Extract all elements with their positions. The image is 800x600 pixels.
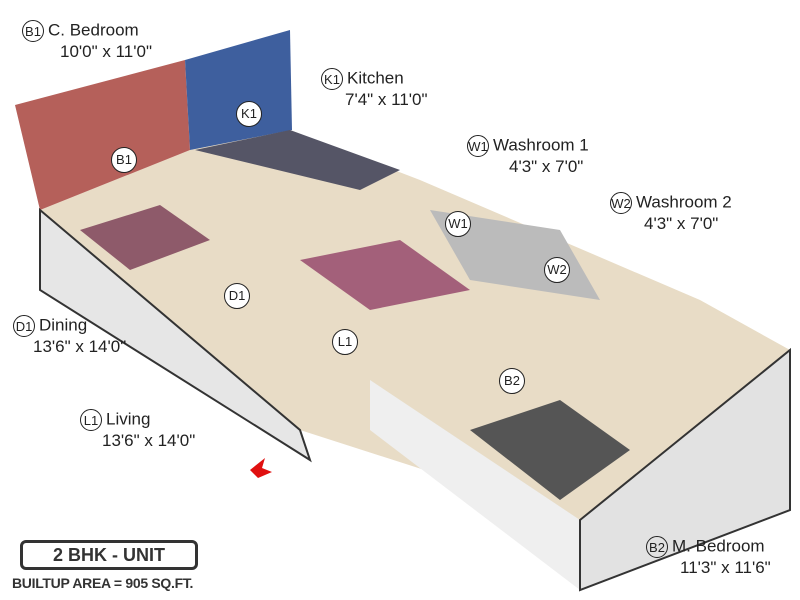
plan-marker-w2: W2 — [544, 257, 570, 283]
room-size: 7'4" x 11'0" — [345, 90, 428, 109]
room-code: K1 — [321, 68, 343, 90]
kitchen-counter — [195, 130, 400, 190]
room-size: 4'3" x 7'0" — [644, 214, 719, 233]
kitchen-wall — [185, 30, 292, 150]
room-name: Dining — [39, 315, 88, 335]
sofa — [300, 240, 470, 310]
room-code: B2 — [646, 536, 668, 558]
room-size: 4'3" x 7'0" — [509, 157, 584, 176]
room-code: B1 — [22, 20, 44, 42]
plan-marker-w1: W1 — [445, 211, 471, 237]
left-exterior-wall — [39, 207, 312, 463]
bedroom-wall — [15, 60, 190, 210]
right-wall — [579, 347, 791, 592]
entry-arrow-icon — [250, 458, 272, 478]
room-code: D1 — [13, 315, 35, 337]
floor — [40, 130, 790, 520]
plan-marker-b1: B1 — [111, 147, 137, 173]
plan-marker-k1: K1 — [236, 101, 262, 127]
plan-marker-b2: B2 — [499, 368, 525, 394]
room-name: Washroom 2 — [636, 192, 732, 212]
room-code: L1 — [80, 409, 102, 431]
room-size: 11'3" x 11'6" — [680, 558, 771, 577]
room-size: 10'0" x 11'0" — [60, 42, 152, 61]
unit-type-badge: 2 BHK - UNIT — [20, 540, 198, 570]
room-name: C. Bedroom — [48, 20, 139, 40]
bed-b2 — [470, 400, 630, 500]
bed-b1 — [80, 205, 210, 270]
room-size: 13'6" x 14'0" — [102, 431, 196, 450]
plan-marker-l1: L1 — [332, 329, 358, 355]
room-name: Kitchen — [347, 68, 404, 88]
front-wall — [370, 380, 580, 590]
room-code: W1 — [467, 135, 489, 157]
room-name: Living — [106, 409, 151, 429]
builtup-area: BUILTUP AREA = 905 SQ.FT. — [12, 575, 194, 591]
plan-marker-d1: D1 — [224, 283, 250, 309]
room-code: W2 — [610, 192, 632, 214]
room-name: M. Bedroom — [672, 536, 765, 556]
room-name: Washroom 1 — [493, 135, 589, 155]
room-size: 13'6" x 14'0" — [33, 337, 127, 356]
